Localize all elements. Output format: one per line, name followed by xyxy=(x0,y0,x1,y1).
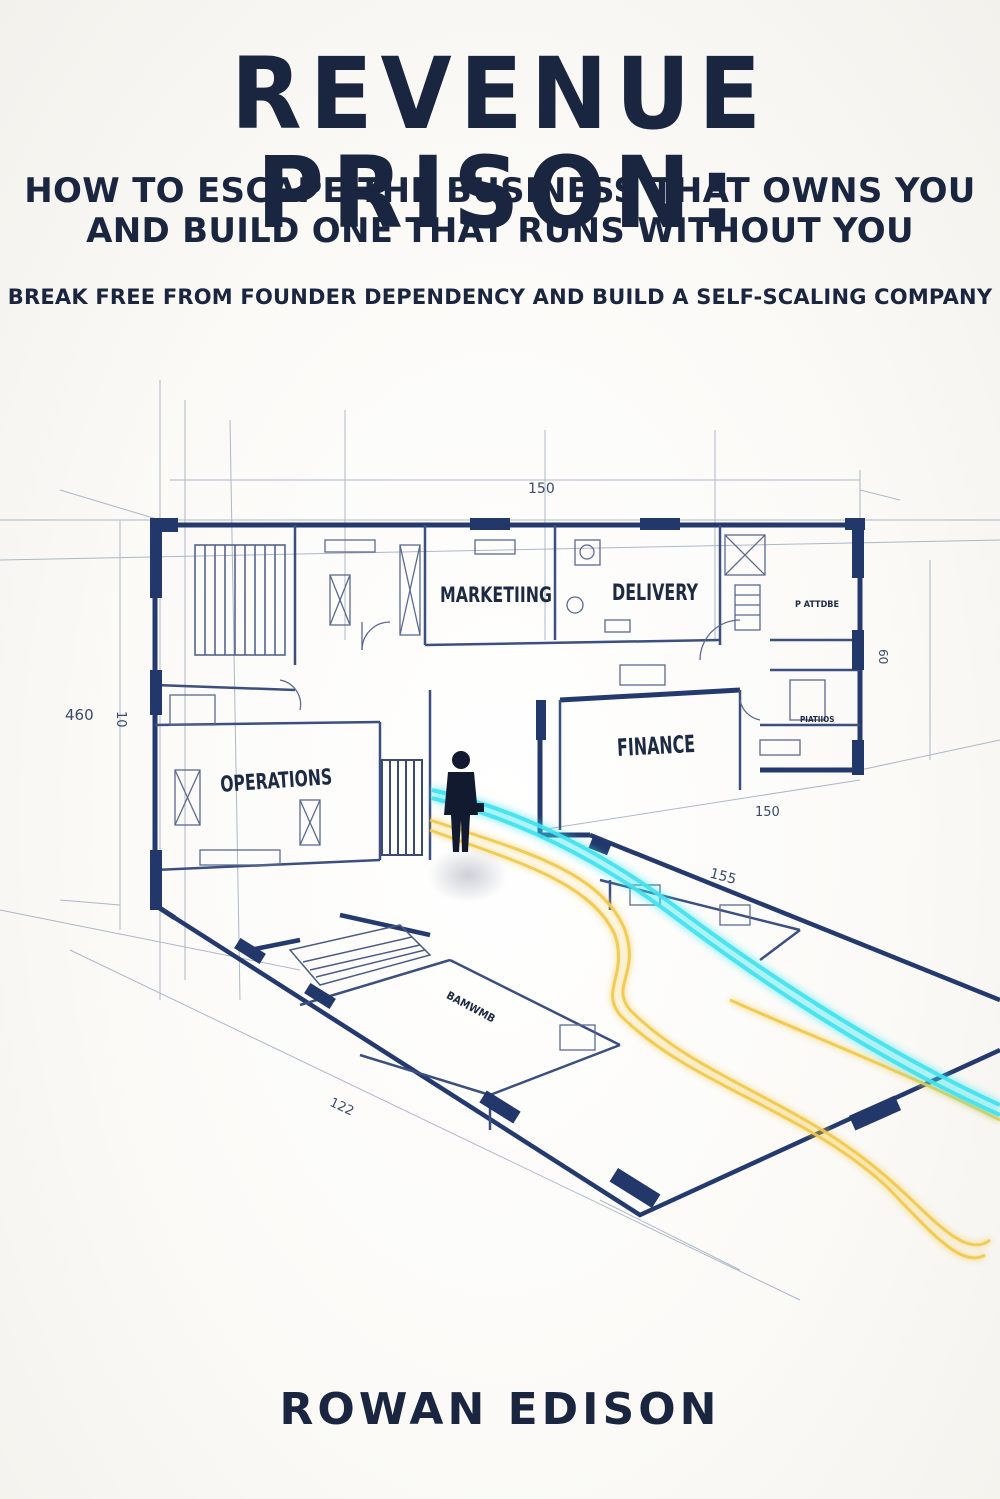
interior-lower xyxy=(299,878,801,1130)
interior-walls xyxy=(154,525,860,872)
dimension-corridor: 155 xyxy=(708,866,738,888)
tagline: BREAK FREE FROM FOUNDER DEPENDENCY AND B… xyxy=(7,285,993,309)
stairs-upper xyxy=(194,544,286,656)
fixtures xyxy=(169,534,826,866)
gate-bars xyxy=(381,759,423,856)
room-label-finance: FINANCE xyxy=(616,730,695,762)
dimension-right: 60 xyxy=(876,649,890,664)
book-title: REVENUE PRISON: xyxy=(230,36,770,251)
wall-blocks-lower xyxy=(234,836,902,1209)
room-label-marketing: MARKETIING xyxy=(440,583,552,607)
cyan-path xyxy=(431,788,1000,1117)
dimension-bottom: 122 xyxy=(327,1095,356,1119)
wall-blocks xyxy=(150,518,865,910)
subtitle-line-2: AND BUILD ONE THAT RUNS WITHOUT YOU xyxy=(86,211,914,251)
dimension-top: 150 xyxy=(528,481,555,497)
author-name: ROWAN EDISON xyxy=(279,1384,721,1435)
person-figure xyxy=(428,751,508,903)
stairs-lower xyxy=(288,924,432,986)
room-label-lower: BAMWMB xyxy=(444,989,497,1026)
room-label-small-bottom: PIATIIOS xyxy=(800,715,834,724)
construction-lines xyxy=(0,380,1000,1301)
dimension-left-outer: 460 xyxy=(65,706,94,724)
dimension-right-bottom: 150 xyxy=(755,805,780,820)
gold-path xyxy=(429,818,1000,1260)
blueprint-illustration: MARKETIING DELIVERY FINANCE OPERATIONS B… xyxy=(0,380,1000,1301)
dimension-left-inner: 10 xyxy=(113,711,128,728)
room-label-small-top: P ATTDBE xyxy=(795,600,839,610)
room-label-delivery: DELIVERY xyxy=(612,581,699,606)
subtitle-line-1: HOW TO ESCAPE THE BUSINESS THAT OWNS YOU xyxy=(24,171,976,211)
